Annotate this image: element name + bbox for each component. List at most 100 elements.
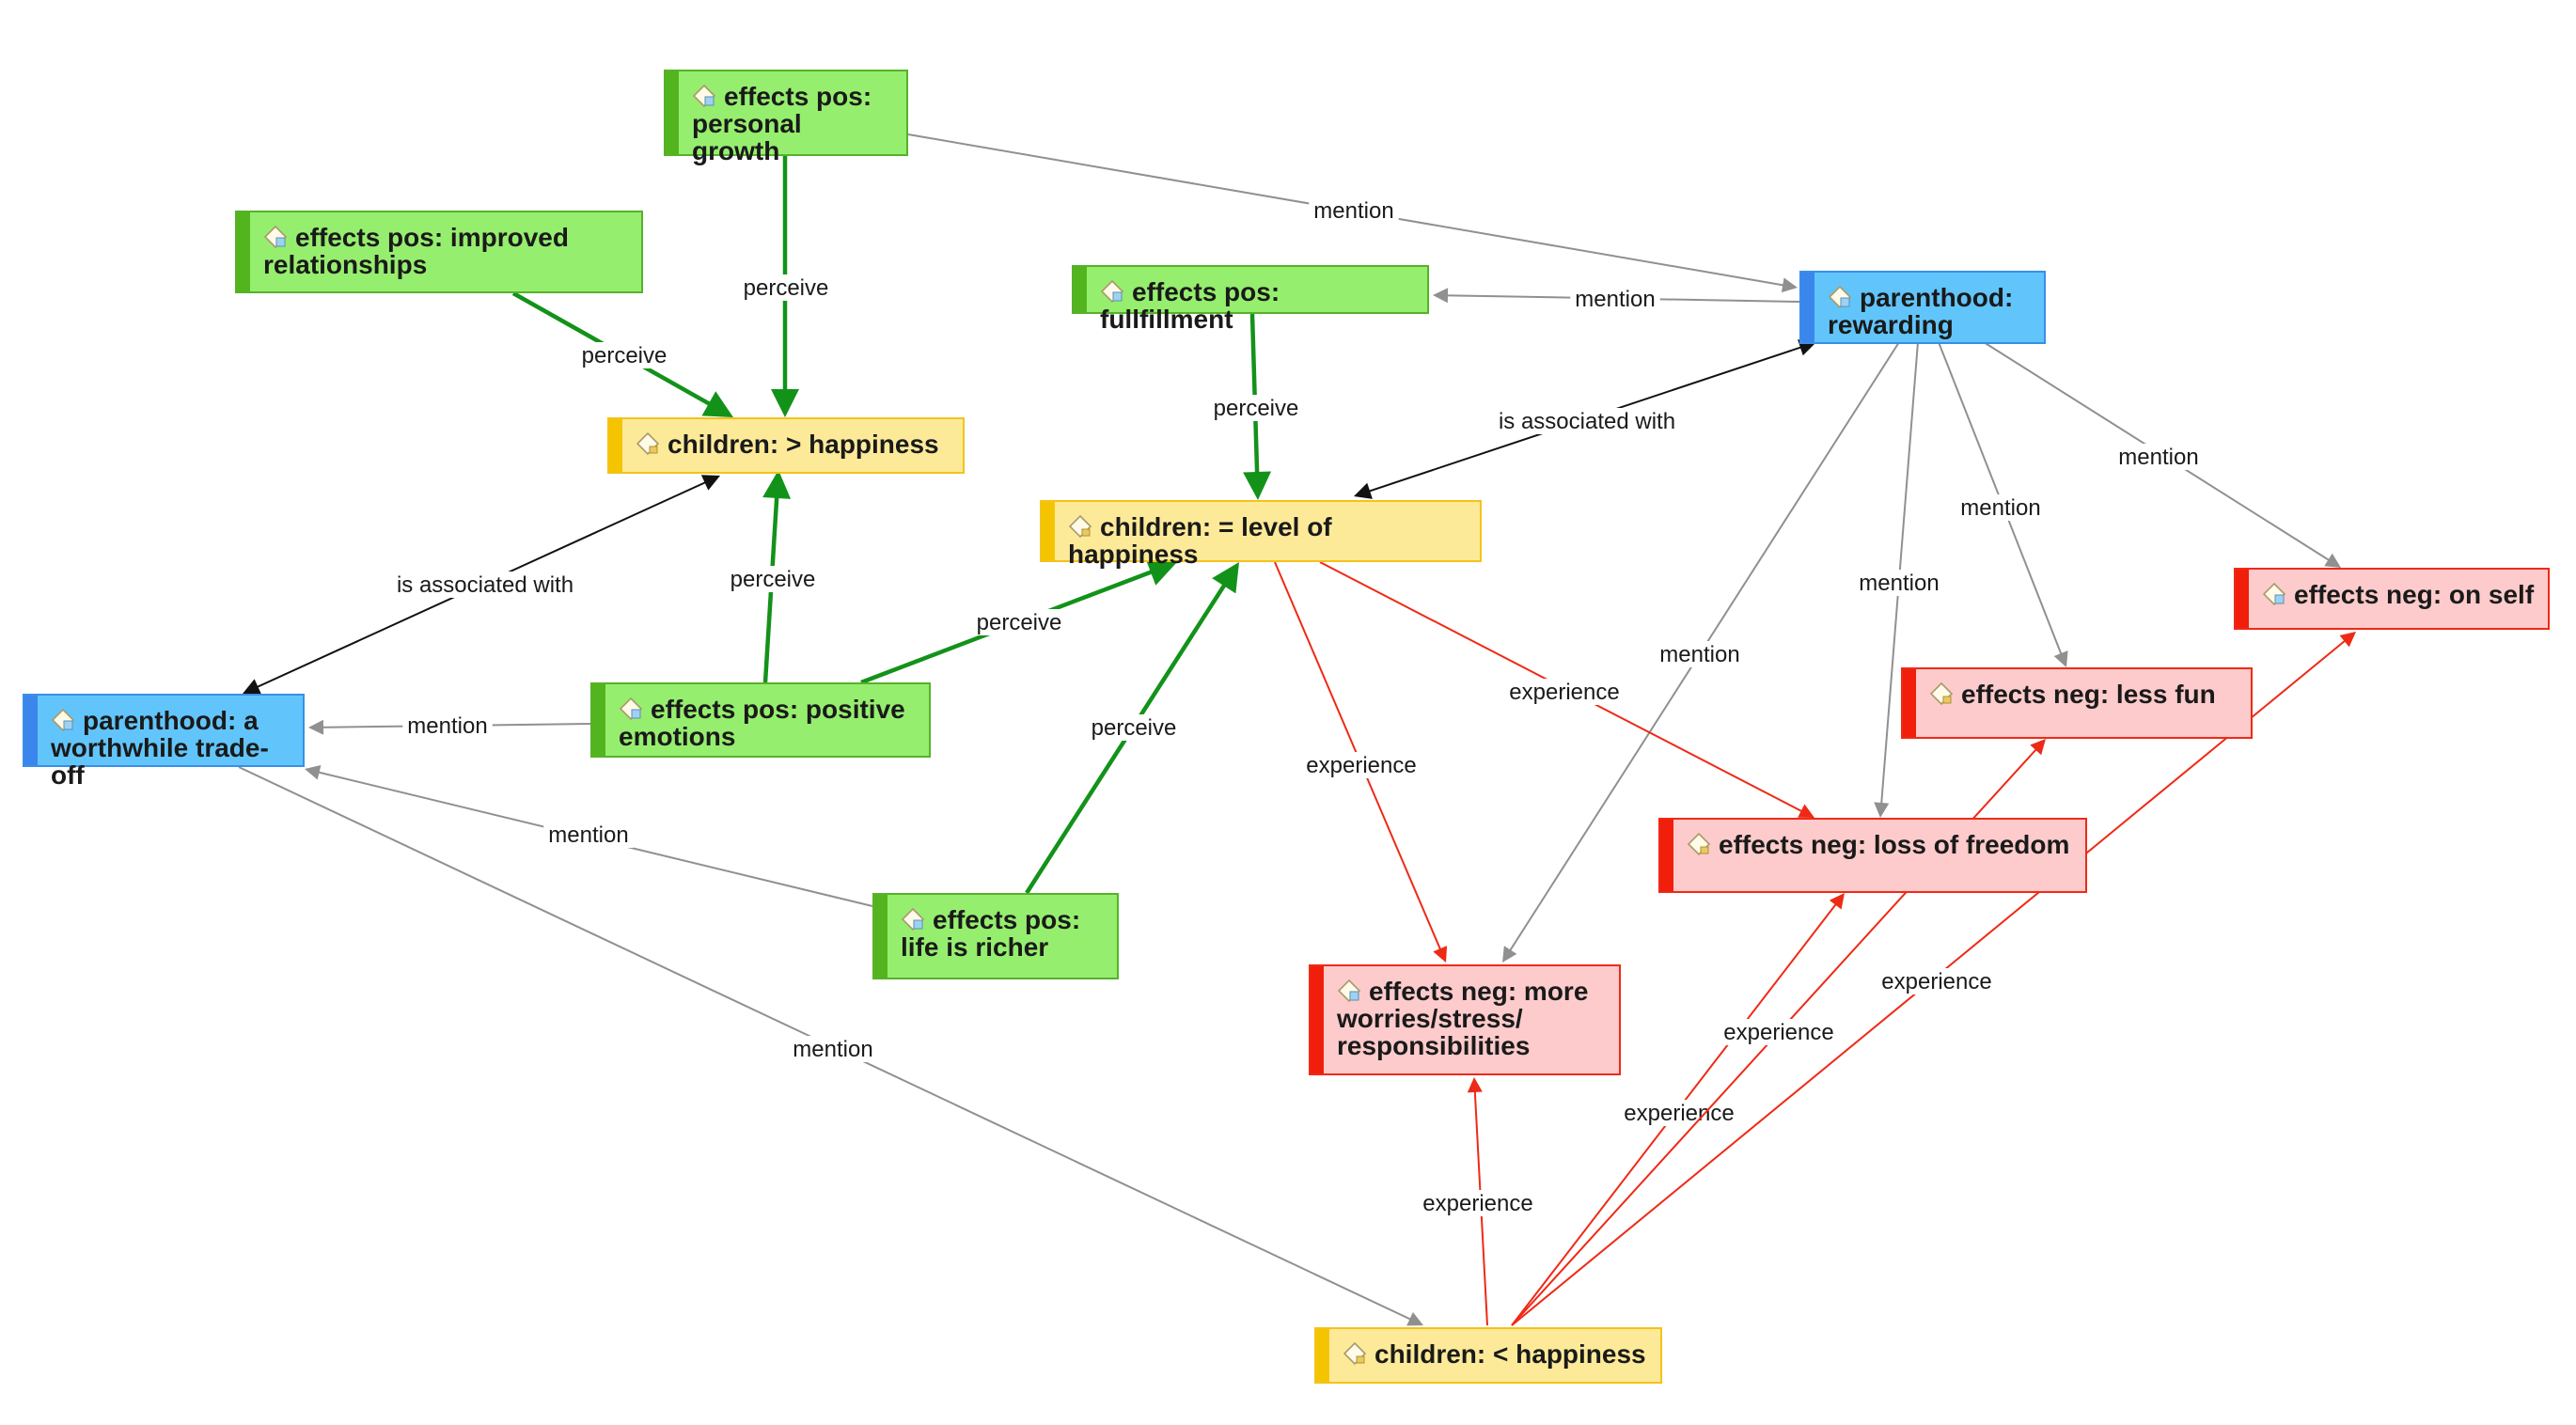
code-icon <box>1343 1341 1367 1366</box>
edge-perceive-pos_rel-to-ch_more[interactable]: perceive <box>511 291 733 417</box>
edge-line <box>1025 577 1231 895</box>
edge-label: perceive <box>977 610 1062 635</box>
edge-experience-ch_less-to-neg_worry[interactable]: experience <box>1415 1077 1541 1326</box>
arrow-head-icon <box>1829 893 1845 910</box>
edge-perceive-pos_emo-to-ch_eq[interactable]: perceive <box>860 558 1177 685</box>
edge-label-background <box>722 566 824 592</box>
edge-label: is associated with <box>1499 409 1675 434</box>
edge-label-background <box>1716 1019 1842 1045</box>
node-label: children: < happiness <box>1374 1339 1646 1369</box>
node-par-rew[interactable]: parenthood: rewarding <box>1799 271 2046 344</box>
arrow-head-icon <box>1433 288 1449 304</box>
node-label: effects pos: life is richer <box>901 905 1081 962</box>
edge-label-background <box>1083 714 1185 741</box>
node-label: effects neg: more worries/stress/ respon… <box>1337 977 1589 1060</box>
edge-label-background <box>573 342 675 368</box>
edge-line <box>1319 561 1806 814</box>
edge-experience-ch_eq-to-neg_free[interactable]: experience <box>1319 561 1814 818</box>
node-pos-full[interactable]: effects pos: fullfillment <box>1072 265 1429 333</box>
node-neg-free[interactable]: effects neg: loss of freedom <box>1658 818 2087 893</box>
node-color-bar <box>1074 267 1087 312</box>
node-pos-life[interactable]: effects pos: life is richer <box>872 893 1119 979</box>
edge-mention-pos_life-to-par_trade[interactable]: mention <box>305 764 873 907</box>
node-color-bar <box>1311 966 1324 1073</box>
edge-line <box>1274 561 1443 954</box>
arrow-head-icon <box>243 679 262 695</box>
edge-label: mention <box>1859 571 1939 596</box>
edge-label-background <box>1501 679 1627 705</box>
node-neg-worry[interactable]: effects neg: more worries/stress/ respon… <box>1309 964 1621 1075</box>
edge-label: mention <box>793 1037 872 1062</box>
node-label: effects pos: fullfillment <box>1100 277 1280 334</box>
edge-line <box>511 291 717 410</box>
node-color-bar <box>1042 502 1055 560</box>
node-pos-growth[interactable]: effects pos: personal growth <box>664 70 908 164</box>
edge-mention-par_rew-to-neg_self[interactable]: mention <box>1983 341 2341 568</box>
arrow-head-icon <box>1781 277 1798 293</box>
edge-label-background <box>543 822 634 848</box>
arrow-head-icon <box>2030 739 2046 756</box>
code-icon <box>1929 681 1954 706</box>
code-document-icon <box>51 708 75 732</box>
edge-label: mention <box>1313 198 1393 224</box>
edge-line <box>907 133 1788 288</box>
edge-perceive-pos_growth-to-ch_more[interactable]: perceive <box>735 156 837 417</box>
edge-line <box>1473 1088 1488 1326</box>
node-color-bar <box>874 895 887 978</box>
edge-line <box>762 489 779 683</box>
edge-assoc-par_rew-to-ch_eq[interactable]: is associated with <box>1354 339 1816 499</box>
node-pos-emo[interactable]: effects pos: positive emotions <box>590 682 931 758</box>
node-pos-rel[interactable]: effects pos: improved relationships <box>235 211 643 293</box>
edge-label-background <box>1854 570 1944 596</box>
code-document-icon <box>1828 285 1852 309</box>
edge-label: is associated with <box>397 572 573 598</box>
edge-experience-ch_eq-to-neg_worry[interactable]: experience <box>1274 561 1448 963</box>
arrow-head-icon <box>1354 482 1373 499</box>
edge-label-background <box>1415 1190 1541 1216</box>
arrow-head-icon <box>1874 802 1890 818</box>
edge-experience-ch_less-to-neg_free[interactable]: experience <box>1511 893 1845 1326</box>
edge-mention-par_trade-to-ch_less[interactable]: mention <box>238 766 1423 1326</box>
edge-label: mention <box>1960 495 2040 521</box>
edge-label: experience <box>1881 969 1991 994</box>
node-neg-fun[interactable]: effects neg: less fun <box>1901 667 2253 739</box>
edge-label: mention <box>1659 642 1739 667</box>
edge-label: mention <box>548 822 628 848</box>
edge-perceive-pos_emo-to-ch_more[interactable]: perceive <box>722 470 824 683</box>
edge-perceive-pos_full-to-ch_eq[interactable]: perceive <box>1205 313 1307 500</box>
edge-line <box>1511 637 2348 1326</box>
edge-perceive-pos_life-to-ch_eq[interactable]: perceive <box>1025 562 1239 895</box>
edge-mention-pos_emo-to-par_trade[interactable]: mention <box>308 712 591 739</box>
edge-mention-par_rew-to-neg_free[interactable]: mention <box>1854 341 1944 818</box>
arrow-head-icon <box>308 719 324 735</box>
node-color-bar <box>592 684 605 756</box>
edge-label-background <box>1298 752 1424 778</box>
edge-line <box>253 479 710 690</box>
edge-mention-par_rew-to-neg_fun[interactable]: mention <box>1938 341 2068 667</box>
edge-label-background <box>1205 395 1307 421</box>
arrow-head-icon <box>1502 946 1517 963</box>
node-ch-eq[interactable]: children: = level of happiness <box>1040 500 1482 568</box>
edge-label-background <box>968 609 1070 635</box>
node-label: effects neg: loss of freedom <box>1719 830 2070 859</box>
arrow-head-icon <box>762 470 792 499</box>
arrow-head-icon <box>1798 804 1814 818</box>
edge-label: experience <box>1422 1191 1532 1216</box>
edge-label: experience <box>1306 753 1416 778</box>
node-ch-less[interactable]: children: < happiness <box>1314 1327 1662 1384</box>
edge-label-background <box>375 572 595 598</box>
edge-label-background <box>1570 286 1660 312</box>
edge-mention-par_rew-to-pos_full[interactable]: mention <box>1433 286 1800 312</box>
node-ch-more[interactable]: children: > happiness <box>607 417 965 474</box>
edge-assoc-ch_more-to-par_trade[interactable]: is associated with <box>243 475 720 695</box>
edge-line <box>238 766 1415 1323</box>
edge-label-background <box>1874 968 2000 994</box>
code-document-icon <box>901 907 925 932</box>
node-neg-self[interactable]: effects neg: on self <box>2234 568 2550 630</box>
edge-line <box>1249 313 1260 481</box>
arrow-head-icon <box>1406 1311 1423 1326</box>
node-par-trade[interactable]: parenthood: a worthwhile trade-off <box>23 694 305 789</box>
edge-line <box>1364 345 1806 493</box>
edge-label: perceive <box>1092 715 1177 741</box>
